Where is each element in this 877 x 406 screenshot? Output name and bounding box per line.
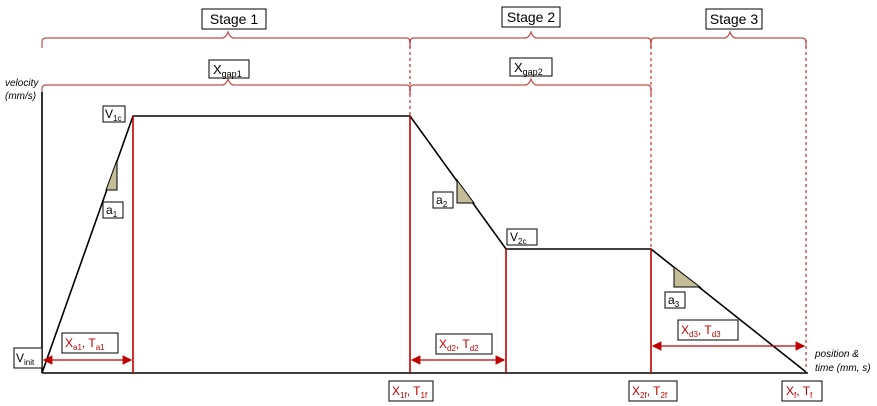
svg-text:X1f, T1f: X1f, T1f [392, 384, 428, 400]
svg-text:X2f, T2f: X2f, T2f [632, 384, 668, 400]
vinit-label: Vinit [13, 347, 43, 369]
svg-text:Xd3, Td3: Xd3, Td3 [681, 323, 721, 339]
stage2-brace [409, 30, 652, 48]
svg-text:Stage 2: Stage 2 [507, 9, 555, 25]
svg-text:Stage 1: Stage 1 [210, 11, 258, 27]
gap2-label: Xgap2 [509, 57, 553, 77]
svg-text:V1c: V1c [105, 107, 121, 123]
a1-label: a1 [102, 201, 124, 219]
interval-label-d3: Xd3, Td3 [677, 319, 739, 341]
y-axis-label: velocity (mm/s) [5, 78, 39, 102]
svg-text:V2c: V2c [510, 230, 526, 246]
x-axis-label: position & time (mm, s) [814, 349, 871, 374]
stage3-brace [650, 30, 807, 48]
stage1-label: Stage 1 [201, 8, 267, 30]
interval-label-a1: Xa1, Ta1 [61, 332, 119, 354]
final-label-f: Xf, Tf [781, 380, 823, 402]
svg-text:Xf, Tf: Xf, Tf [786, 384, 813, 400]
svg-text:Xa1, Ta1: Xa1, Ta1 [65, 336, 105, 352]
svg-text:velocity: velocity [5, 78, 39, 89]
final-label-2f: X2f, T2f [628, 380, 678, 402]
slope-triangle-a2 [456, 178, 475, 204]
gap2-brace [409, 77, 652, 95]
gap1-label: Xgap1 [208, 59, 250, 79]
svg-text:Xgap1: Xgap1 [213, 62, 242, 79]
stage3-label: Stage 3 [705, 8, 763, 30]
svg-text:position &: position & [814, 349, 859, 360]
svg-text:time (mm, s): time (mm, s) [815, 363, 871, 374]
v1c-label: V1c [102, 105, 126, 123]
interval-label-d2: Xd2, Td2 [435, 333, 493, 355]
svg-text:a1: a1 [106, 203, 118, 219]
stage2-label: Stage 2 [501, 6, 561, 28]
v2c-label: V2c [506, 228, 538, 246]
a2-label: a2 [432, 191, 454, 209]
svg-text:a3: a3 [668, 293, 680, 309]
svg-text:Xd2, Td2: Xd2, Td2 [439, 337, 479, 353]
a3-label: a3 [664, 291, 686, 309]
gap1-brace [41, 77, 411, 95]
stage1-brace [41, 30, 411, 48]
svg-text:a2: a2 [436, 193, 448, 209]
slope-triangle-a1 [105, 159, 118, 191]
svg-text:(mm/s): (mm/s) [5, 91, 36, 102]
svg-text:Vinit: Vinit [16, 351, 35, 367]
svg-text:Stage 3: Stage 3 [710, 11, 758, 27]
svg-text:Xgap2: Xgap2 [514, 60, 543, 77]
final-label-1f: X1f, T1f [388, 380, 434, 402]
slope-triangle-a3 [673, 265, 702, 288]
